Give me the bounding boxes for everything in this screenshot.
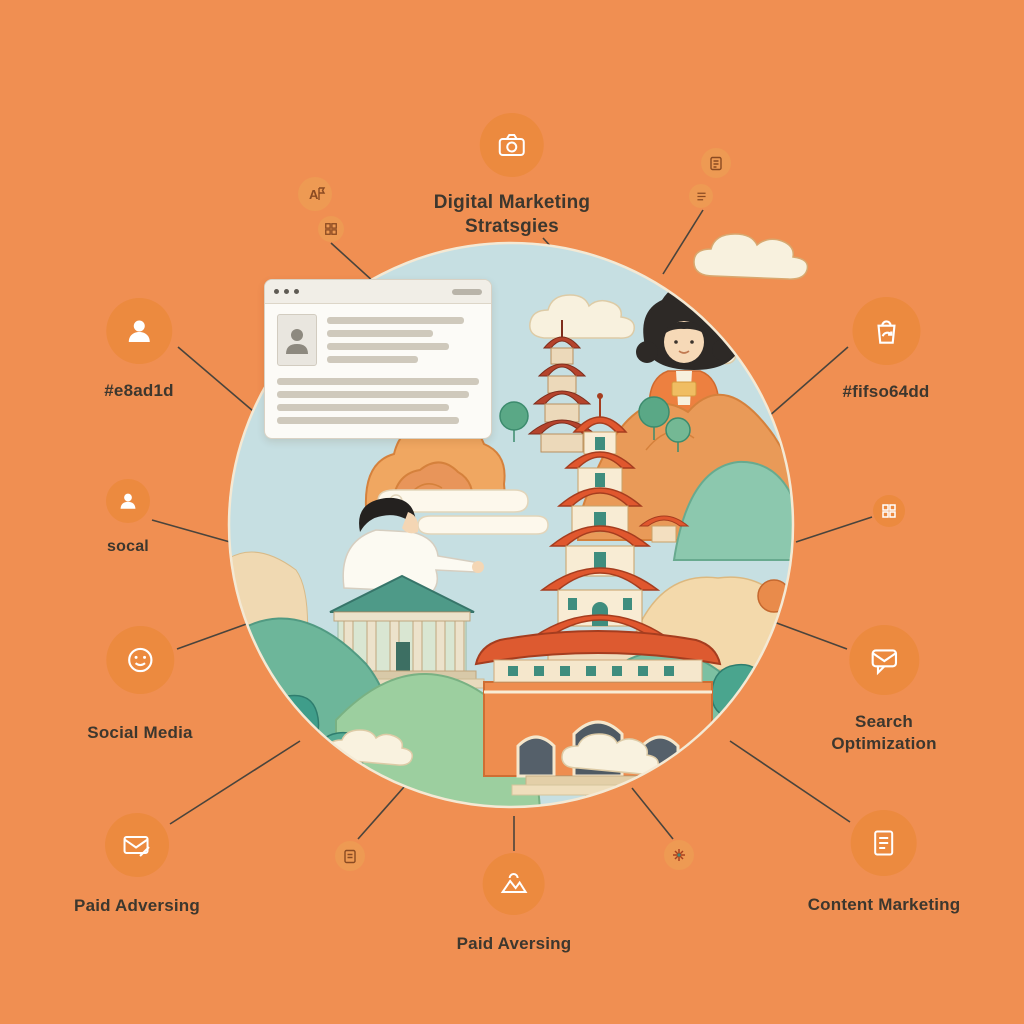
node-label: Social Media [87,723,193,742]
document-icon [851,810,917,876]
woman-figure [636,284,744,416]
node-paid-aversing: Paid Aversing [457,853,572,955]
text-placeholder-line [277,417,459,424]
node-label: Paid Adversing [74,896,200,915]
mail-pencil-glyph [123,836,150,857]
text-placeholder-line [327,343,449,350]
camera-glyph [498,134,525,156]
user-icon [286,329,308,354]
node-label: Optimization [831,733,937,753]
grid-glyph [882,504,896,518]
grid-icon [873,495,905,527]
node-label: Search [855,712,913,731]
node-hashtag-right: #fifso64dd [842,297,929,403]
tag-icon [335,841,365,871]
node-hashtag-left: #e8ad1d [104,298,174,402]
browser-window-card [264,279,492,439]
clipboard-icon [701,148,731,178]
node-label: #e8ad1d [104,381,174,400]
user-icon [105,298,172,364]
node-grid-right [873,495,905,527]
shopping-bag-glyph [876,320,896,344]
chat-mail-glyph [871,649,897,676]
man-figure [342,497,484,593]
node-digital-marketing-strategies: Digital Marketing Stratsgies [434,113,590,240]
clipboard-glyph [710,156,722,171]
sparkle-glyph [673,849,685,861]
node-content-marketing: Content Marketing [808,810,961,916]
address-bar-placeholder [452,288,482,295]
avatar [277,314,317,366]
text-placeholder-lines [327,314,479,369]
sparkle-icon [664,840,694,870]
shopping-bag-refresh-icon [852,297,920,365]
browser-content [265,304,491,438]
mail-pencil-icon [105,813,169,877]
node-label: socal [107,538,149,555]
text-placeholder-line [277,391,469,398]
text-placeholder-line [327,356,419,363]
flag-a-icon: A [298,177,332,211]
flag-a-glyph: A [309,187,326,202]
grid-glyph [325,223,337,235]
mountain-glyph [501,873,528,893]
chat-mail-icon [849,625,919,695]
node-label: #fifso64dd [842,382,930,401]
node-label: Content Marketing [807,895,961,914]
node-social: socal [106,479,150,557]
window-control-dot [274,289,279,294]
node-social-media: Social Media [87,626,192,744]
smiley-icon [105,626,174,694]
grid-icon [318,216,344,242]
landscape-scene [227,241,795,809]
window-control-dot [294,289,299,294]
list-icon [689,184,713,208]
window-control-dot [284,289,289,294]
text-placeholder-line [327,317,464,324]
node-label: Paid Aversing [456,934,572,953]
node-search-optimization: Search Optimization [831,625,936,755]
tag-glyph [344,849,356,864]
document-glyph [874,830,894,856]
tree [499,396,691,452]
node-label: Digital Marketing [433,192,591,213]
camera-icon [479,113,544,177]
node-paid-advertising: Paid Adversing [74,813,200,917]
text-placeholder-line [277,404,449,411]
svg-text:A: A [309,187,319,202]
list-glyph [696,192,706,200]
user-icon [106,479,150,523]
node-label: Stratsgies [465,216,559,238]
text-placeholder-line [327,330,434,337]
browser-toolbar [265,280,491,304]
text-placeholder-line [277,378,479,385]
cloud-decoration [693,233,809,280]
user-glyph [120,493,136,509]
mountain-icon [483,853,545,915]
central-illustration [226,240,796,810]
museum-building [321,574,485,689]
smiley-glyph [127,647,153,673]
pavilion [638,515,690,543]
user-glyph [128,320,150,342]
small-pagoda [527,320,597,453]
